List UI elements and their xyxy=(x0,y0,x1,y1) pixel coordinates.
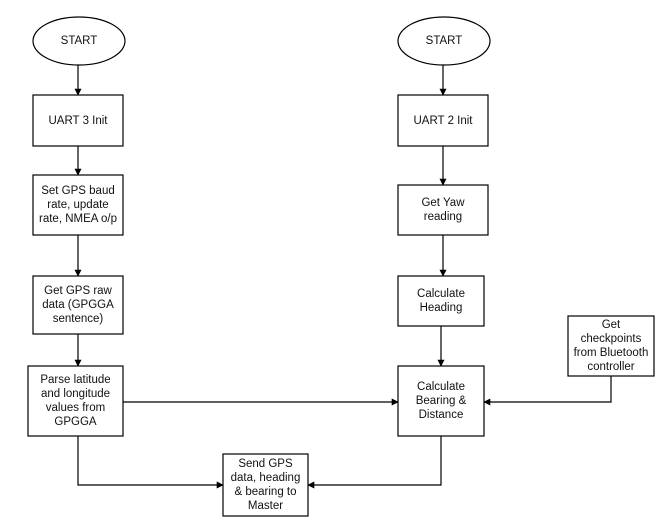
uart2-init-node xyxy=(397,94,489,147)
edge-parse-lat-long-to-send-gps xyxy=(77,436,224,489)
get-yaw-label: Get Yaw reading xyxy=(421,197,465,223)
parse-lat-long-label: Parse latitude and longitude values from… xyxy=(40,374,111,428)
start-right-node xyxy=(397,16,491,66)
edge-calc-bearing-to-send-gps xyxy=(307,436,442,489)
uart2-init-label: UART 2 Init xyxy=(413,114,473,127)
set-gps-node xyxy=(32,174,124,236)
set-gps-label: Set GPS baud rate, update rate, NMEA o/p xyxy=(39,185,117,225)
send-gps-label: Send GPS data, heading & bearing to Mast… xyxy=(230,458,301,512)
calc-heading-node xyxy=(397,275,485,327)
get-gps-raw-node xyxy=(32,275,124,335)
uart3-init-label: UART 3 Init xyxy=(48,114,108,127)
send-gps-node xyxy=(222,453,309,517)
start-right-label: START xyxy=(425,35,463,47)
edge-get-checkpoints-to-calc-bearing xyxy=(483,376,612,406)
nodes-layer xyxy=(27,16,655,517)
calc-bearing-node xyxy=(397,365,485,437)
get-checkpoints-node xyxy=(567,315,655,377)
parse-lat-long-node xyxy=(27,365,124,437)
edges-layer xyxy=(74,65,612,489)
uart3-init-node xyxy=(32,94,124,147)
get-checkpoints-label: Get checkpoints from Bluetooth controlle… xyxy=(573,319,649,373)
start-left-label: START xyxy=(60,35,98,47)
get-gps-raw-label: Get GPS raw data (GPGGA sentence) xyxy=(42,285,114,325)
get-yaw-node xyxy=(397,184,489,236)
calc-bearing-label: Calculate Bearing & Distance xyxy=(415,381,467,421)
start-left-node xyxy=(32,16,126,66)
calc-heading-label: Calculate Heading xyxy=(417,288,465,314)
